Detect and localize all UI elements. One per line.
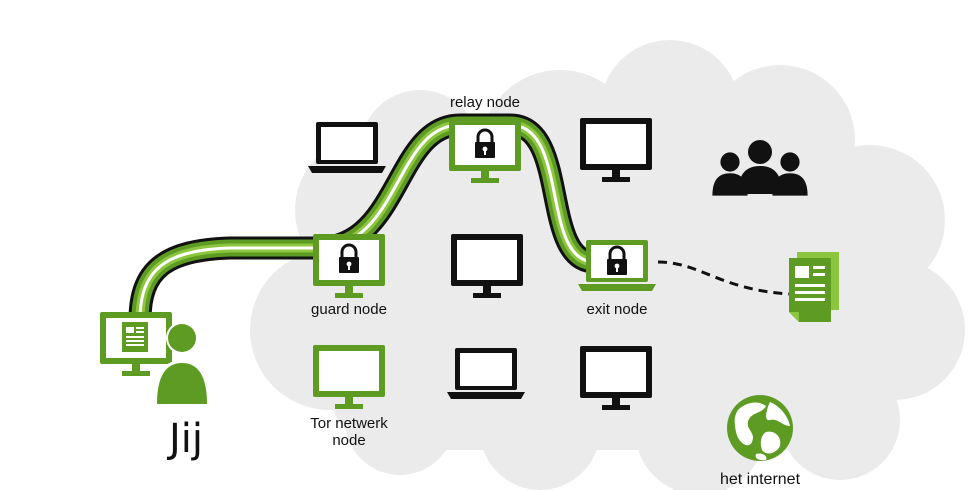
exit-node-label: exit node xyxy=(587,301,648,318)
internet-label: het internet xyxy=(720,471,801,488)
document-icon xyxy=(122,322,148,352)
you-label: Jij xyxy=(166,416,203,462)
tor-node-label-line1: Tor netwerk xyxy=(310,415,388,432)
relay-node-label: relay node xyxy=(450,94,520,111)
person-icon xyxy=(154,322,210,406)
globe-icon xyxy=(727,395,793,461)
document-icon xyxy=(789,252,839,322)
guard-node-label: guard node xyxy=(311,301,387,318)
user-computer-icon xyxy=(100,312,172,376)
tor-circuit-path xyxy=(128,113,607,332)
tor-node-label-line2: node xyxy=(332,432,365,449)
